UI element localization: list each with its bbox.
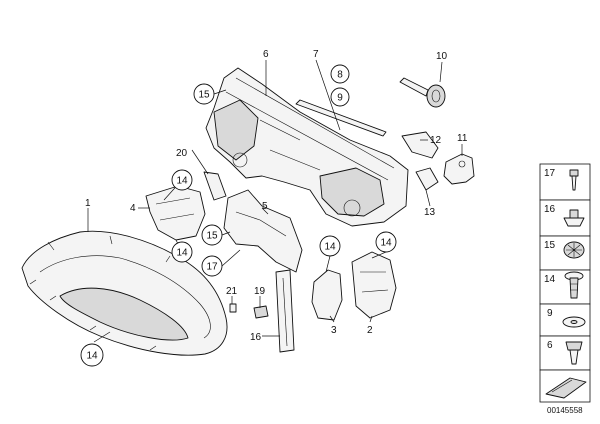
legend-item-15[interactable]: 15 — [544, 240, 556, 251]
diagram-code: 00145558 — [547, 406, 583, 415]
callout-15-lower[interactable]: 15 — [206, 231, 218, 242]
panel-part-2[interactable] — [351, 251, 397, 319]
callout-20[interactable]: 20 — [176, 148, 188, 159]
callout-9[interactable]: 9 — [337, 93, 343, 104]
washer-9-icon — [562, 316, 586, 328]
callout-5[interactable]: 5 — [262, 201, 268, 212]
center-panel-part-5[interactable] — [223, 189, 303, 273]
callout-4[interactable]: 4 — [130, 203, 136, 214]
callout-14-left-lower[interactable]: 14 — [176, 248, 188, 259]
strip-part-19[interactable] — [275, 269, 295, 353]
callout-6[interactable]: 6 — [263, 49, 269, 60]
clip-17-icon — [569, 169, 579, 191]
legend-item-14[interactable]: 14 — [544, 274, 556, 285]
legend-item-9[interactable]: 9 — [547, 308, 553, 319]
callout-14-right[interactable]: 14 — [380, 238, 392, 249]
callout-16[interactable]: 16 — [250, 332, 262, 343]
callout-14-bottom[interactable]: 14 — [86, 351, 98, 362]
leader-lines — [87, 59, 463, 343]
bracket-part-12[interactable] — [401, 131, 439, 159]
callout-14-center[interactable]: 14 — [324, 242, 336, 253]
callout-19[interactable]: 19 — [254, 286, 266, 297]
legend-item-16[interactable]: 16 — [544, 204, 556, 215]
seal-strip-part-7[interactable] — [295, 99, 387, 137]
callout-21[interactable]: 21 — [226, 286, 238, 297]
callout-17[interactable]: 17 — [206, 262, 218, 273]
clip-14-icon — [564, 271, 584, 299]
bracket-part-20[interactable] — [203, 171, 227, 201]
clip-15-icon — [563, 241, 585, 259]
insulation-mat-part-1[interactable] — [21, 230, 228, 356]
callout-13[interactable]: 13 — [424, 207, 436, 218]
grommet-part-10[interactable] — [399, 77, 446, 108]
clip-part-13[interactable] — [415, 167, 439, 191]
callout-7[interactable]: 7 — [313, 49, 319, 60]
callout-2[interactable]: 2 — [367, 325, 373, 336]
nut-16-icon — [563, 209, 585, 227]
callout-15-upper[interactable]: 15 — [198, 90, 210, 101]
callout-labels: 1 4 6 7 10 12 11 13 20 5 21 19 16 3 2 — [85, 49, 468, 343]
callout-12[interactable]: 12 — [430, 135, 442, 146]
block-part-16[interactable] — [253, 305, 269, 319]
fastener-legend: 17 16 15 14 9 6 — [539, 163, 591, 403]
clip-part-21[interactable] — [229, 303, 237, 313]
clip-6-icon — [565, 341, 583, 365]
callout-1[interactable]: 1 — [85, 198, 91, 209]
callout-3[interactable]: 3 — [331, 325, 337, 336]
legend-item-17[interactable]: 17 — [544, 168, 556, 179]
callout-11[interactable]: 11 — [457, 133, 468, 144]
callout-14-left-upper[interactable]: 14 — [176, 176, 188, 187]
callout-10[interactable]: 10 — [436, 51, 448, 62]
circled-callouts: 8 9 15 14 14 15 17 14 14 14 — [80, 64, 397, 367]
callout-8[interactable]: 8 — [337, 70, 343, 81]
mat-sample-icon — [545, 377, 587, 399]
legend-item-6[interactable]: 6 — [547, 340, 553, 351]
bulkhead-insulation-part-6[interactable] — [205, 67, 409, 227]
clip-bracket-part-11[interactable] — [443, 153, 475, 185]
bracket-part-3[interactable] — [311, 269, 343, 321]
side-panel-part-4[interactable] — [145, 185, 206, 241]
